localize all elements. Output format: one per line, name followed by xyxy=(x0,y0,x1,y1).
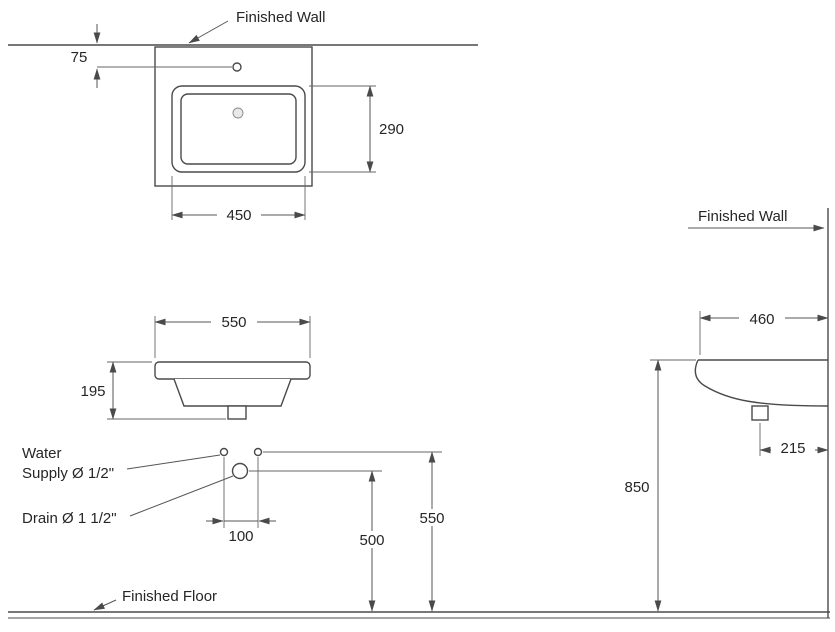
side-drain-stub xyxy=(751,405,769,421)
dim-460-value: 460 xyxy=(749,311,774,328)
dim-215-value: 215 xyxy=(780,440,805,457)
dim-195-value: 195 xyxy=(80,383,105,400)
side-underside xyxy=(694,359,829,407)
dim-460-text-bg xyxy=(739,310,785,327)
plan-bowl-inner xyxy=(180,93,297,165)
dim-215-text-bg xyxy=(771,440,815,456)
finished-wall-top-leader xyxy=(188,20,229,44)
side-view: Finished Wall 460 215 850 xyxy=(624,208,829,618)
finished-floor-label: Finished Floor xyxy=(122,588,217,605)
water-supply-hole-right xyxy=(253,447,263,457)
dim-75-value: 75 xyxy=(71,49,88,66)
overflow-hole xyxy=(232,107,244,119)
water-supply-label-line2: Supply Ø 1/2" xyxy=(22,465,114,482)
water-supply-label-line1: Water xyxy=(22,445,61,462)
water-supply-hole-left xyxy=(219,447,229,457)
dim-450-text-bg xyxy=(217,206,261,223)
finished-wall-side-label: Finished Wall xyxy=(698,208,787,225)
drain-leader xyxy=(129,475,234,517)
finished-wall-top-label: Finished Wall xyxy=(236,9,325,26)
dim-500-text-bg xyxy=(349,531,395,548)
dim-290-value: 290 xyxy=(379,121,404,138)
dim-500-value: 500 xyxy=(359,532,384,549)
front-view: 550 195 xyxy=(80,313,311,420)
faucet-hole xyxy=(232,62,242,72)
front-rim xyxy=(154,361,311,380)
finished-floor-leader xyxy=(93,599,117,611)
rough-in: Water Supply Ø 1/2" Drain Ø 1 1/2" 100 5… xyxy=(22,445,455,612)
dim-550h-text-bg xyxy=(409,509,455,526)
dim-100-value: 100 xyxy=(228,528,253,545)
dim-550h-value: 550 xyxy=(419,510,444,527)
plan-view: Finished Wall 75 290 450 xyxy=(8,9,478,224)
drain-hole xyxy=(231,462,249,480)
dim-450-value: 450 xyxy=(226,207,251,224)
front-drain-stub xyxy=(227,405,247,420)
front-bowl xyxy=(173,378,292,407)
dim-850-value: 850 xyxy=(624,479,649,496)
dim-550-value: 550 xyxy=(221,314,246,331)
dim-550-text-bg xyxy=(211,313,257,330)
water-supply-leader xyxy=(126,454,221,470)
floor: Finished Floor xyxy=(8,588,830,619)
drain-label: Drain Ø 1 1/2" xyxy=(22,510,117,527)
